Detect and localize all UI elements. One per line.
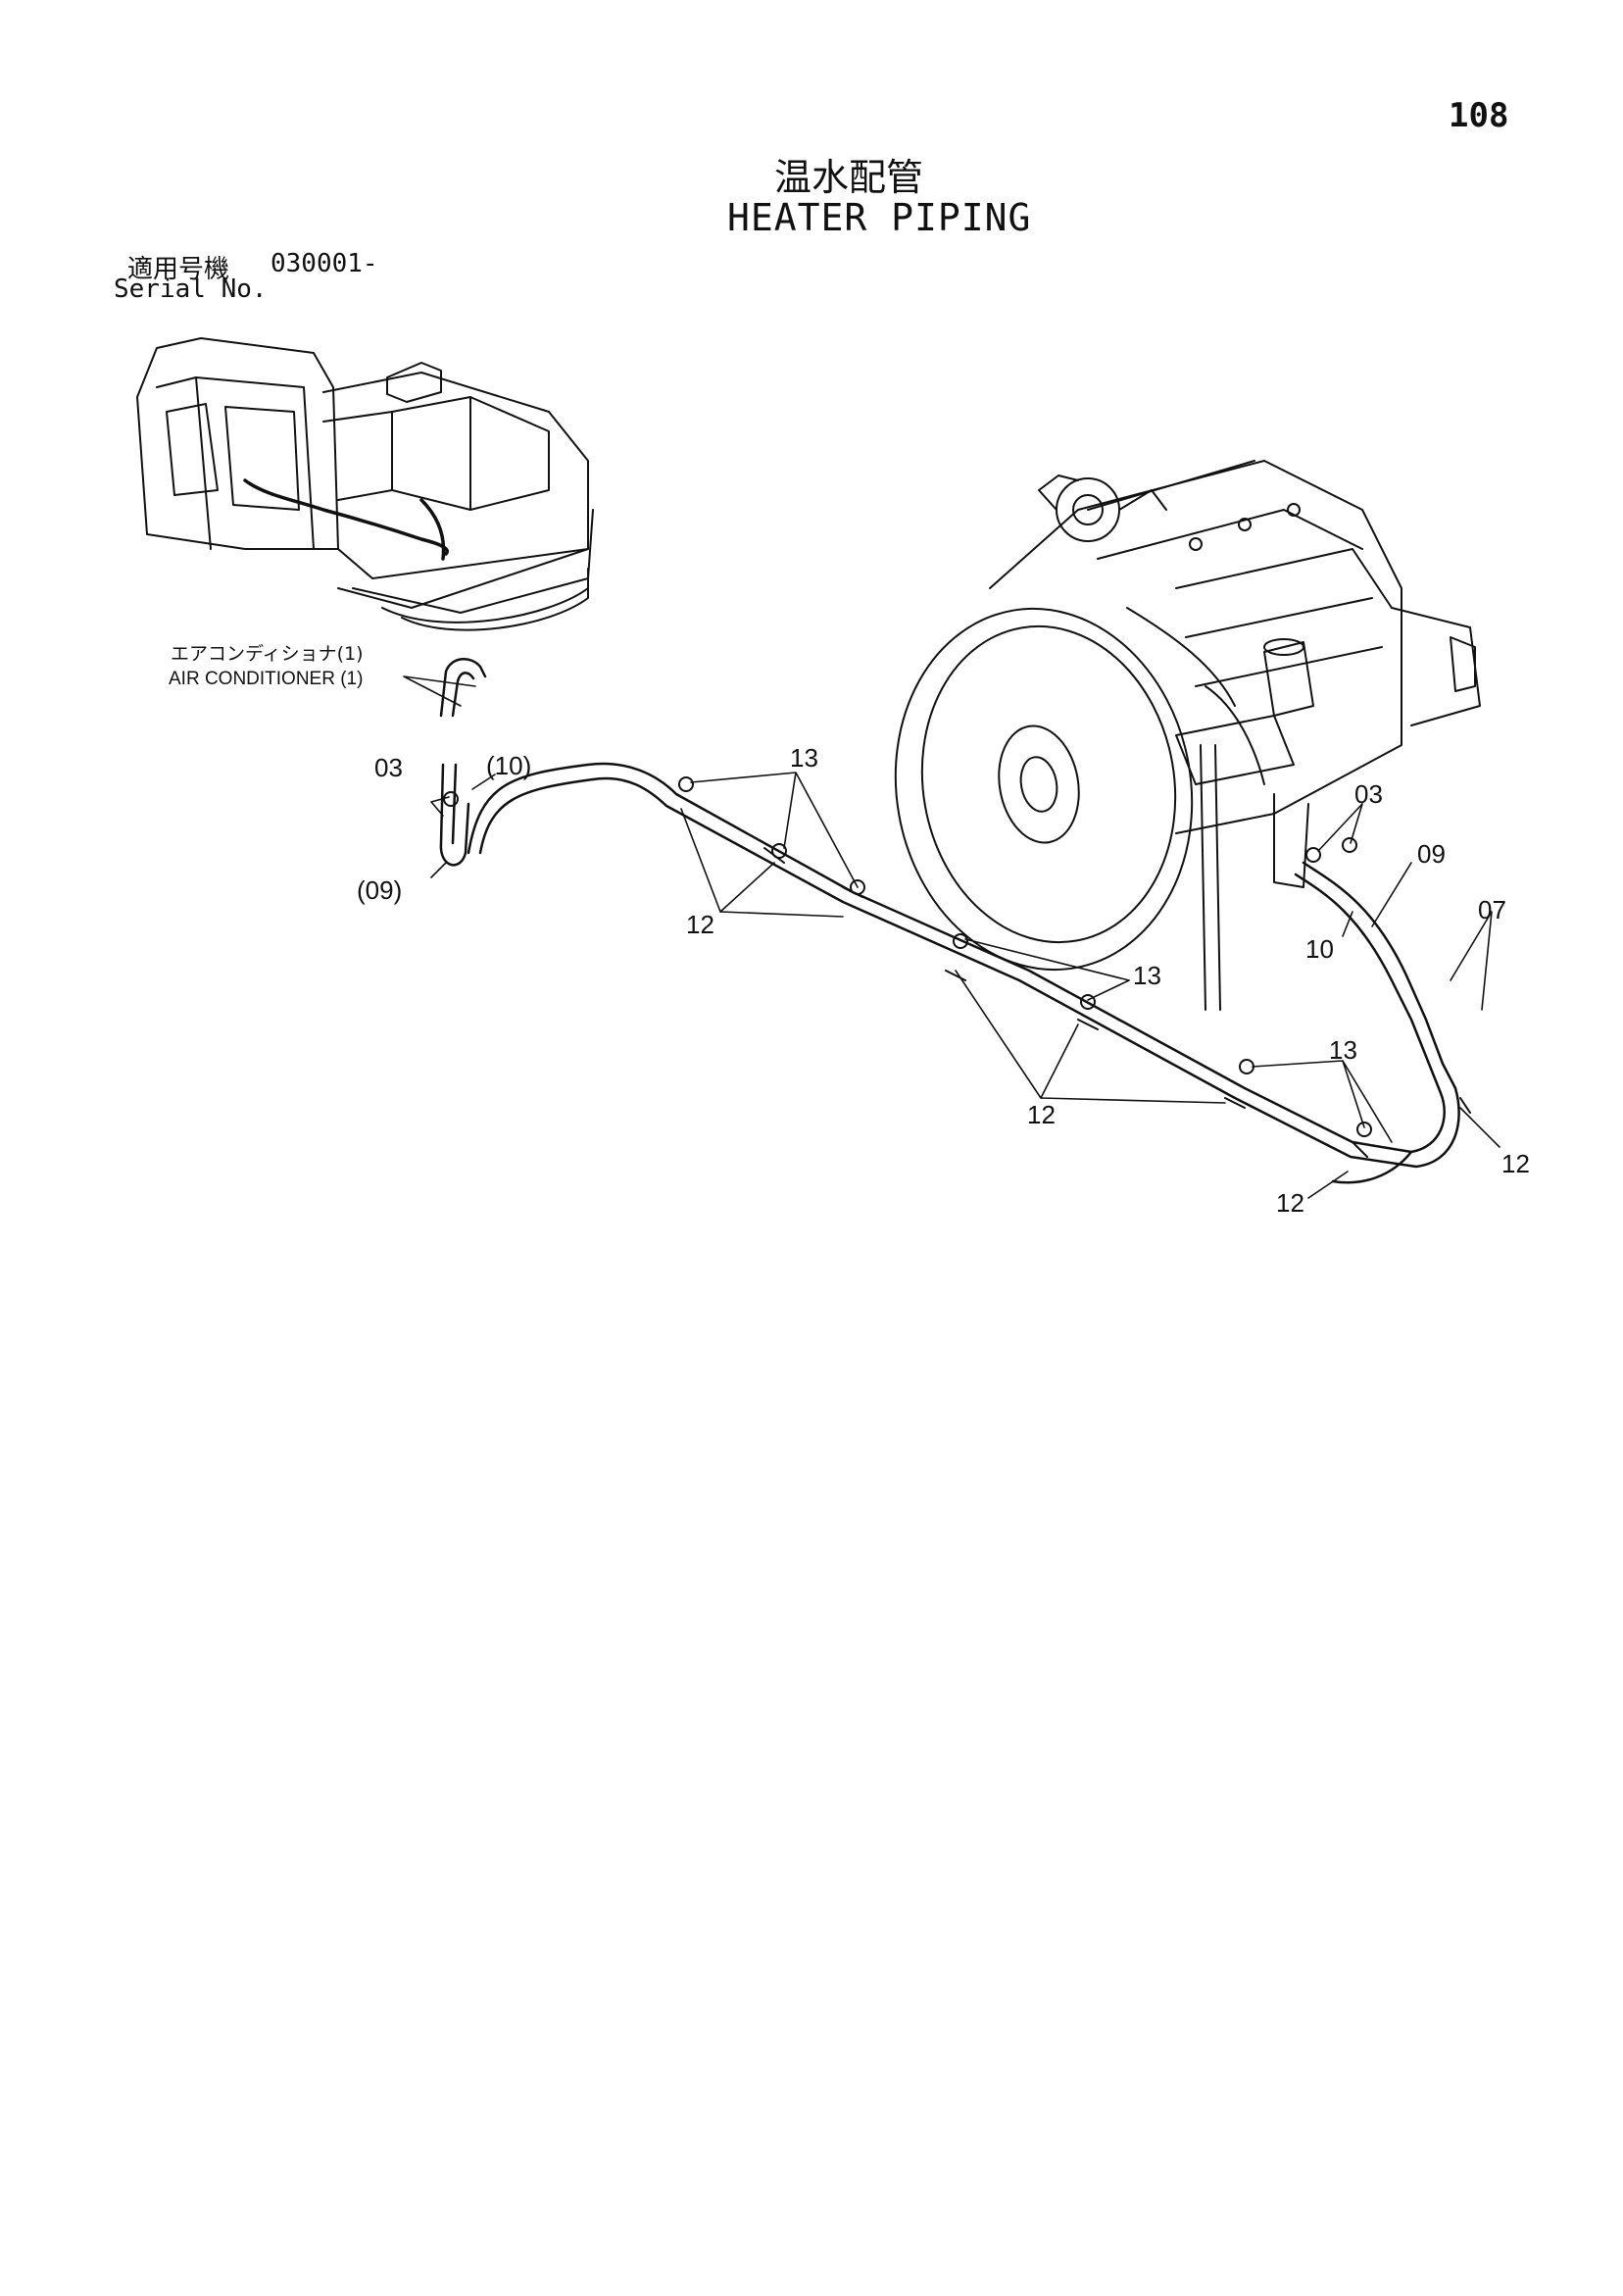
page-title-jp: 温水配管 <box>774 156 924 199</box>
callout-07: 07 <box>1478 895 1506 924</box>
callout-12-middle: 12 <box>1027 1100 1056 1129</box>
callout-10-left: (10) <box>486 751 532 780</box>
excavator-overview-drawing <box>136 337 594 631</box>
callout-09-left: (09) <box>357 875 403 905</box>
page-number: 108 <box>1449 96 1509 135</box>
callout-09-right: 09 <box>1417 839 1446 869</box>
callout-13-middle: 13 <box>1133 961 1161 990</box>
air-conditioner-label-jp: エアコンディショナ(1) <box>171 643 364 665</box>
callout-12-right: 12 <box>1501 1149 1530 1178</box>
callout-12-bottom: 12 <box>1276 1188 1304 1218</box>
callout-03-left: 03 <box>374 753 403 782</box>
page-title-en: HEATER PIPING <box>727 196 1032 239</box>
callout-leader-lines <box>403 675 1500 1199</box>
callout-12-top: 12 <box>686 910 714 939</box>
heater-hose-route <box>439 658 1460 1184</box>
callout-10-right: 10 <box>1305 934 1334 964</box>
callout-13-right: 13 <box>1329 1035 1357 1065</box>
callout-03-right: 03 <box>1354 779 1383 809</box>
clamps-and-bolts <box>443 776 1471 1158</box>
serial-label-jp: 適用号機 <box>127 255 230 284</box>
callout-13-top: 13 <box>790 743 818 773</box>
air-conditioner-label-en: AIR CONDITIONER (1) <box>169 669 364 689</box>
serial-label-en: Serial No. <box>114 275 268 304</box>
serial-value: 030001- <box>270 249 378 278</box>
engine-drawing <box>894 460 1481 1011</box>
